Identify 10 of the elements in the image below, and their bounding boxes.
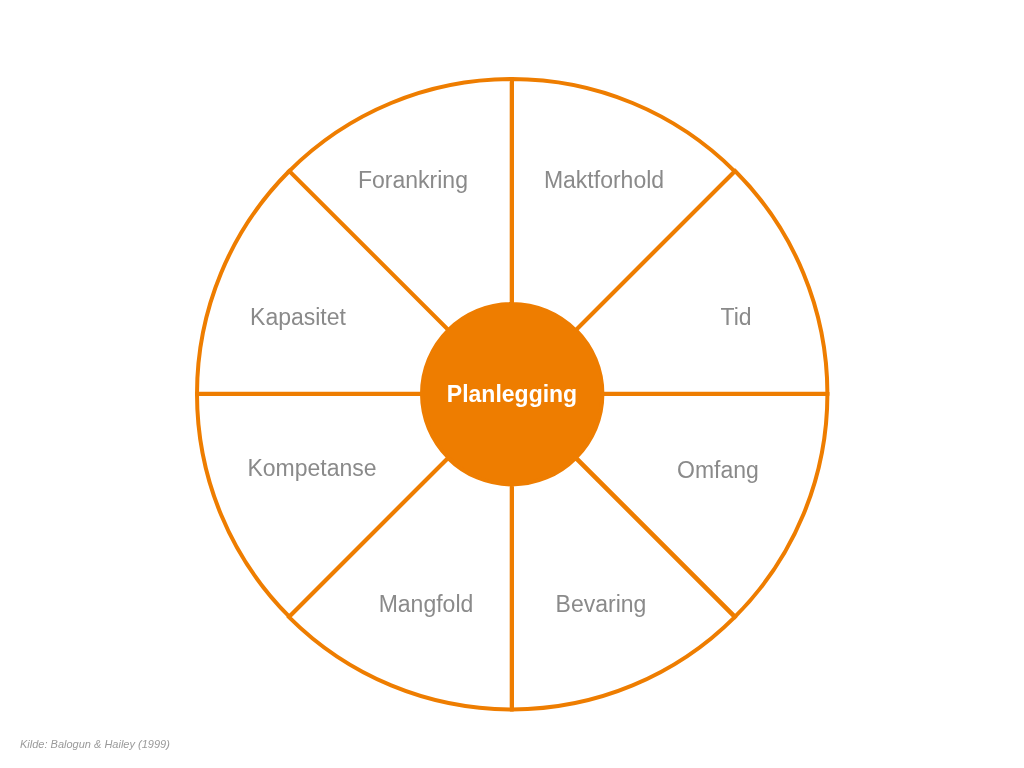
segment-label: Kompetanse xyxy=(247,454,377,482)
segment-label: Bevaring xyxy=(555,590,647,618)
segment-label: Forankring xyxy=(358,166,468,194)
segment-label: Kapasitet xyxy=(250,303,346,331)
segment-label: Tid xyxy=(720,303,752,331)
source-caption: Kilde: Balogun & Hailey (1999) xyxy=(20,738,170,750)
hub-label: Planlegging xyxy=(446,380,578,408)
segment-label: Maktforhold xyxy=(543,166,665,194)
segment-label: Mangfold xyxy=(378,590,474,618)
segment-label: Omfang xyxy=(677,456,759,484)
